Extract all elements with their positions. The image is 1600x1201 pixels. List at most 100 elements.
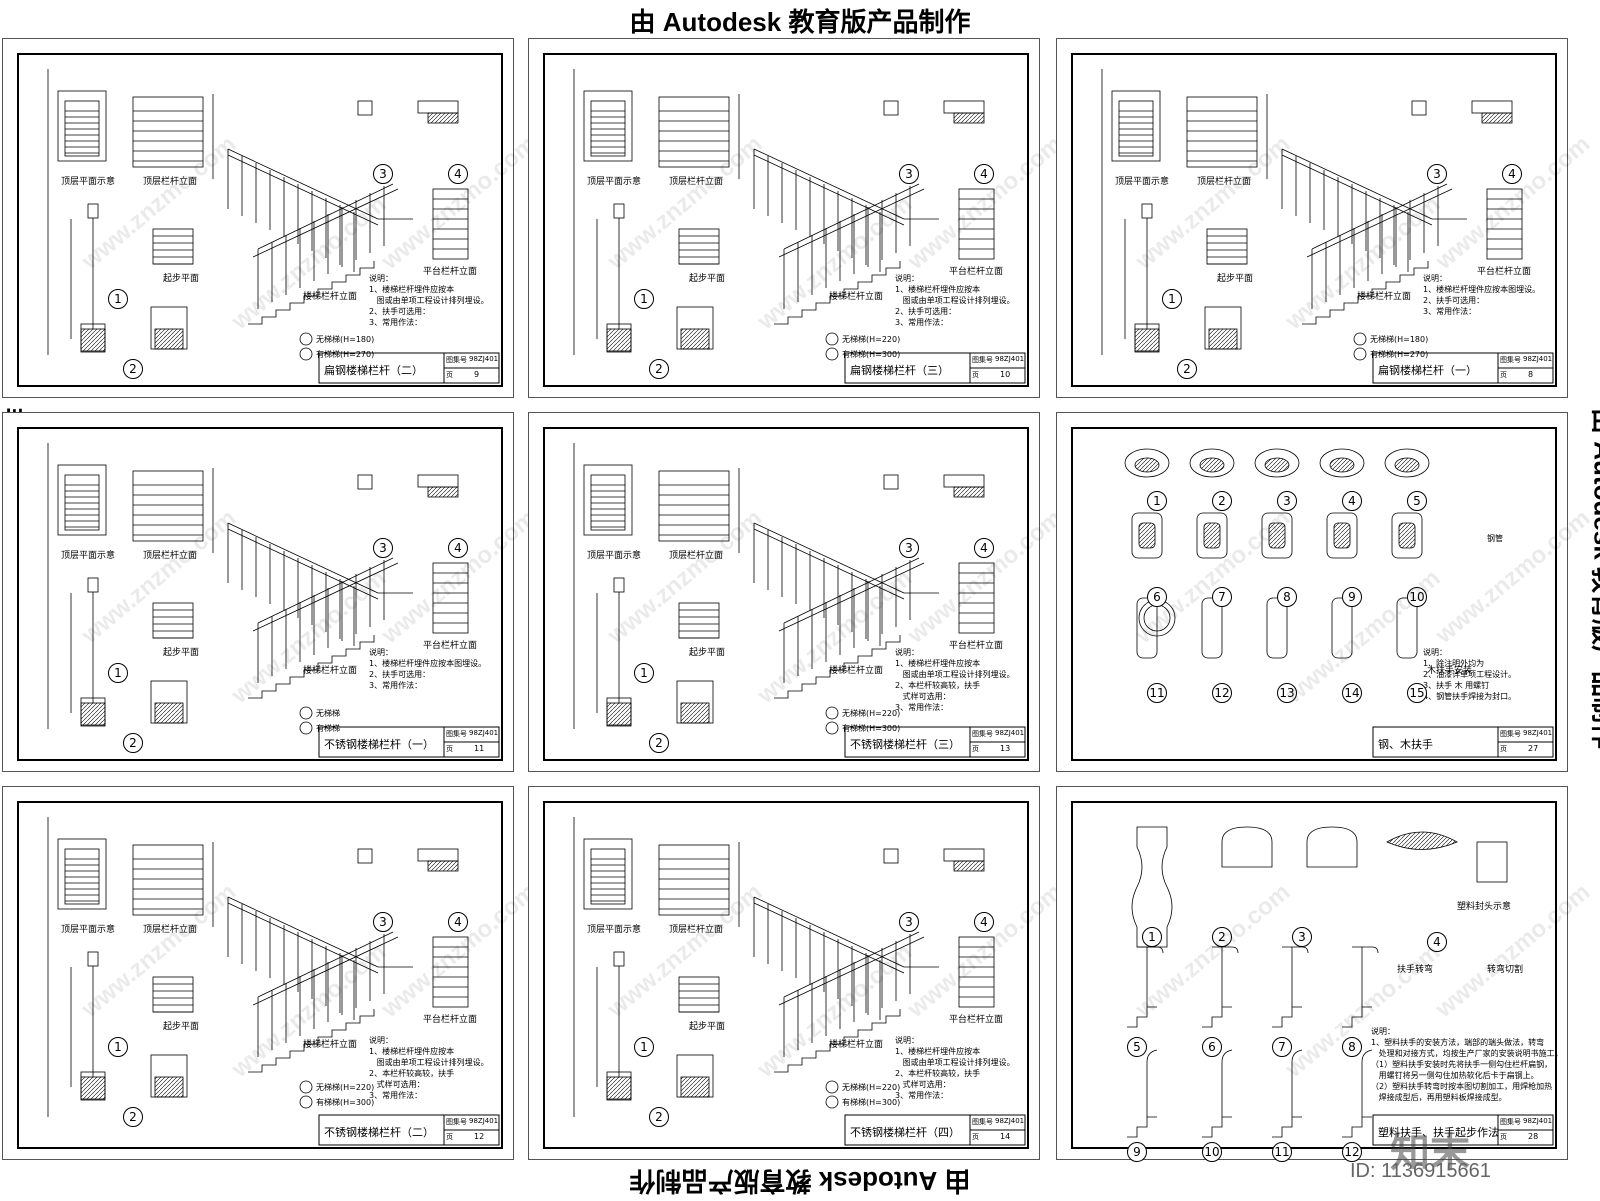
legend-w-note: 无梯梯(H=220) [842, 1082, 900, 1093]
label-top-elevation: 顶层栏杆立面 [143, 548, 197, 561]
page-label: 页 [972, 744, 979, 754]
label-stair-elevation: 楼梯栏杆立面 [303, 1037, 357, 1050]
page-number: 14 [1000, 1132, 1010, 1141]
page-number: 28 [1528, 1132, 1538, 1141]
detail-number: 3 [373, 164, 393, 184]
detail-number: 1 [634, 663, 654, 683]
sheet-title: 扁钢楼梯栏杆（一） [1378, 362, 1477, 378]
label-wood-handrail: 木扶手安装 [1427, 663, 1472, 676]
atlas-label: 图集号 [1500, 1117, 1521, 1127]
label-platform-elevation: 平台栏杆立面 [949, 1012, 1003, 1025]
sheet-title: 不锈钢楼梯栏杆（二） [324, 1124, 434, 1140]
label-platform-elevation: 平台栏杆立面 [423, 638, 477, 651]
legend-w-note: 无梯梯 [316, 708, 340, 719]
page-number: 12 [474, 1132, 484, 1141]
page-number: 11 [474, 744, 484, 753]
detail-number: 7 [1212, 587, 1232, 607]
detail-number: 1 [1142, 927, 1162, 947]
detail-number: 1 [1147, 491, 1167, 511]
label-stair-elevation: 楼梯栏杆立面 [829, 1037, 883, 1050]
page-label: 页 [446, 1132, 453, 1142]
page-label: 页 [1500, 744, 1507, 754]
page-number: 13 [1000, 744, 1010, 753]
detail-number: 3 [899, 912, 919, 932]
label-top-plan: 顶层平面示意 [61, 548, 115, 561]
label-start-plan: 起步平面 [689, 1019, 725, 1032]
label-top-elevation: 顶层栏杆立面 [143, 922, 197, 935]
detail-number: 3 [373, 912, 393, 932]
detail-number: 12 [1212, 683, 1232, 703]
atlas-number: 98ZJ401 [1523, 729, 1552, 737]
label-platform-elevation: 平台栏杆立面 [949, 264, 1003, 277]
atlas-number: 98ZJ401 [995, 729, 1024, 737]
label-start-plan: 起步平面 [163, 1019, 199, 1032]
label-top-plan: 顶层平面示意 [61, 174, 115, 187]
detail-number: 1 [634, 1037, 654, 1057]
detail-number: 10 [1202, 1142, 1222, 1162]
detail-number: 4 [974, 538, 994, 558]
page-number: 27 [1528, 744, 1538, 753]
detail-number: 1 [108, 663, 128, 683]
sheet-title: 钢、木扶手 [1378, 736, 1433, 752]
detail-number: 6 [1147, 587, 1167, 607]
sheet-title: 不锈钢楼梯栏杆（三） [850, 736, 960, 752]
legend-y-note: 有梯梯(H=270) [1370, 349, 1428, 360]
detail-number: 10 [1407, 587, 1427, 607]
detail-number: 2 [649, 1107, 669, 1127]
detail-number: 11 [1147, 683, 1167, 703]
design-notes: 说明： 1、楼梯栏杆埋件应按本 图或由单项工程设计排列埋设。 2、本栏杆较高较，… [369, 1035, 489, 1101]
label-start-plan: 起步平面 [1217, 271, 1253, 284]
atlas-number: 98ZJ401 [469, 355, 498, 363]
detail-number: 1 [108, 289, 128, 309]
label-start-plan: 起步平面 [689, 645, 725, 658]
legend-w-note: 无梯梯(H=220) [316, 1082, 374, 1093]
detail-number: 15 [1407, 683, 1427, 703]
legend-y-note: 有梯梯(H=300) [842, 1097, 900, 1108]
detail-number: 4 [448, 538, 468, 558]
atlas-label: 图集号 [446, 355, 467, 365]
detail-number: 4 [1502, 164, 1522, 184]
detail-number: 2 [123, 359, 143, 379]
design-notes: 说明： 1、楼梯栏杆埋件应按本 图或由单项工程设计排列埋设。 2、本栏杆较高较，… [895, 647, 1015, 713]
legend-y-note: 有梯梯(H=300) [842, 349, 900, 360]
detail-number: 2 [649, 733, 669, 753]
label-start-plan: 起步平面 [689, 271, 725, 284]
legend-w-note: 无梯梯(H=180) [1370, 334, 1428, 345]
label-top-elevation: 顶层栏杆立面 [1197, 174, 1251, 187]
sheet-drawing [3, 413, 513, 771]
atlas-label: 图集号 [1500, 355, 1521, 365]
label-top-plan: 顶层平面示意 [587, 174, 641, 187]
sheet-drawing [1057, 413, 1567, 771]
design-notes: 说明： 1、楼梯栏杆埋件应按本 图或由单项工程设计排列埋设。 2、扶手可选用： … [369, 273, 489, 328]
label-top-plan: 顶层平面示意 [1115, 174, 1169, 187]
legend-w-note: 无梯梯(H=220) [842, 334, 900, 345]
sheet-title: 扁钢楼梯栏杆（二） [324, 362, 423, 378]
label-top-elevation: 顶层栏杆立面 [143, 174, 197, 187]
detail-number: 4 [1427, 932, 1447, 952]
atlas-label: 图集号 [446, 729, 467, 739]
label-top-plan: 顶层平面示意 [61, 922, 115, 935]
legend-y-note: 有梯梯(H=300) [316, 1097, 374, 1108]
detail-number: 1 [634, 289, 654, 309]
label-top-plan: 顶层平面示意 [587, 922, 641, 935]
label-top-plan: 顶层平面示意 [587, 548, 641, 561]
sheet-title: 扁钢楼梯栏杆（三） [850, 362, 949, 378]
page-label: 页 [1500, 370, 1507, 380]
legend-y-note: 有梯梯 [316, 723, 340, 734]
detail-number: 8 [1342, 1037, 1362, 1057]
atlas-label: 图集号 [972, 1117, 993, 1127]
detail-number: 9 [1127, 1142, 1147, 1162]
sheet-drawing [1057, 39, 1567, 397]
label-stair-elevation: 楼梯栏杆立面 [829, 289, 883, 302]
label-platform-elevation: 平台栏杆立面 [423, 264, 477, 277]
detail-number: 14 [1342, 683, 1362, 703]
label-stair-elevation: 楼梯栏杆立面 [829, 663, 883, 676]
page-number: 9 [474, 370, 479, 379]
detail-number: 7 [1272, 1037, 1292, 1057]
detail-number: 2 [1212, 491, 1232, 511]
label-plastic-cap: 塑料封头示意 [1457, 899, 1511, 912]
